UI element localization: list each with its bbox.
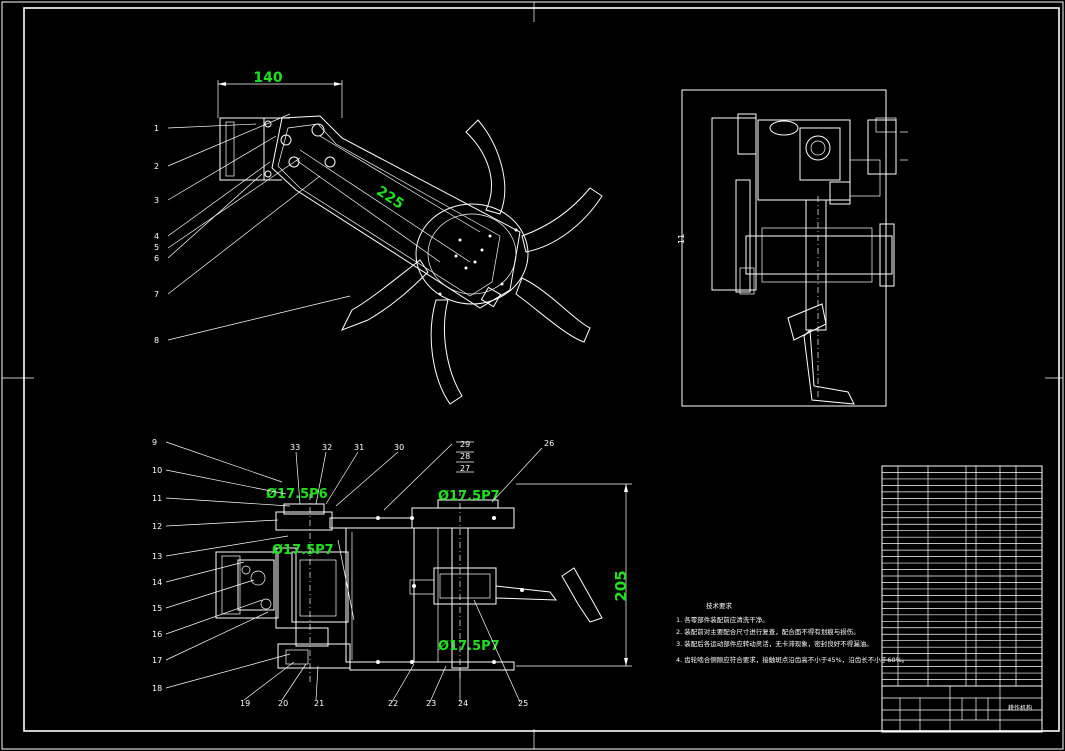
parts-list [881,465,1043,687]
title-block-name: 耕作机构 [1008,704,1032,712]
callout-2: 2 [154,162,159,171]
callout-26: 26 [544,439,554,448]
side-view-label: 11 [677,234,686,244]
callout-14: 14 [152,578,162,587]
blade-2 [521,187,603,253]
callout-29: 29 [460,440,470,449]
callout-24: 24 [458,699,468,708]
callout-25: 25 [518,699,528,708]
section-view: 205 Ø17.5P6 Ø17.5P7 Ø17.5P7 Ø17.5P7 [152,438,632,708]
tech-note-1: 1. 各零部件装配前应清洗干净。 [676,615,769,624]
callout-15: 15 [152,604,162,613]
callout-10: 10 [152,466,162,475]
blade-1 [465,119,506,215]
side-view: 11 [677,89,908,407]
callout-12: 12 [152,522,162,531]
top-view: 140 225 [154,70,603,405]
technical-notes: 技术要求 1. 各零部件装配前应清洗干净。 2. 装配前对主要配合尺寸进行复查，… [676,601,908,664]
dim-bore-mid-left: Ø17.5P7 [272,543,334,558]
callout-17: 17 [152,656,162,665]
callout-33: 33 [290,443,300,452]
callout-31: 31 [354,443,364,452]
callout-18: 18 [152,684,162,693]
callout-7: 7 [154,290,159,299]
callout-8: 8 [154,336,159,345]
callout-30: 30 [394,443,404,452]
dim-140: 140 [253,70,282,86]
tech-note-2: 2. 装配前对主要配合尺寸进行复查，配合面不得有划痕与损伤。 [676,627,860,636]
blade-3 [515,277,591,343]
callout-4: 4 [154,232,159,241]
blade-4 [430,299,463,405]
callout-23: 23 [426,699,436,708]
dim-bore-bottom: Ø17.5P7 [438,639,500,654]
callout-13: 13 [152,552,162,561]
callout-32: 32 [322,443,332,452]
callout-9: 9 [152,438,157,447]
callout-27: 27 [460,464,470,473]
dim-225: 225 [373,183,406,212]
callout-21: 21 [314,699,324,708]
callout-20: 20 [278,699,288,708]
callout-19: 19 [240,699,250,708]
callout-5: 5 [154,243,159,252]
tech-notes-title: 技术要求 [706,601,733,610]
callout-22: 22 [388,699,398,708]
tech-note-3: 3. 装配后各运动部件应转动灵活，无卡滞现象，密封良好不得漏油。 [676,639,873,648]
callout-11: 11 [152,494,162,503]
callout-6: 6 [154,254,159,263]
blade-5 [340,259,429,331]
callout-3: 3 [154,196,159,205]
dim-bore-top-right: Ø17.5P7 [438,489,500,504]
callout-1: 1 [154,124,159,133]
inner-frame [23,7,1060,732]
callout-16: 16 [152,630,162,639]
dim-bore-top-left: Ø17.5P6 [266,487,328,502]
tech-note-4: 4. 齿轮啮合侧隙应符合要求，接触斑点沿齿高不小于45%，沿齿长不小于60%。 [676,655,908,664]
title-block: 耕作机构 [881,685,1043,733]
dim-205: 205 [612,570,630,601]
callout-28: 28 [460,452,470,461]
